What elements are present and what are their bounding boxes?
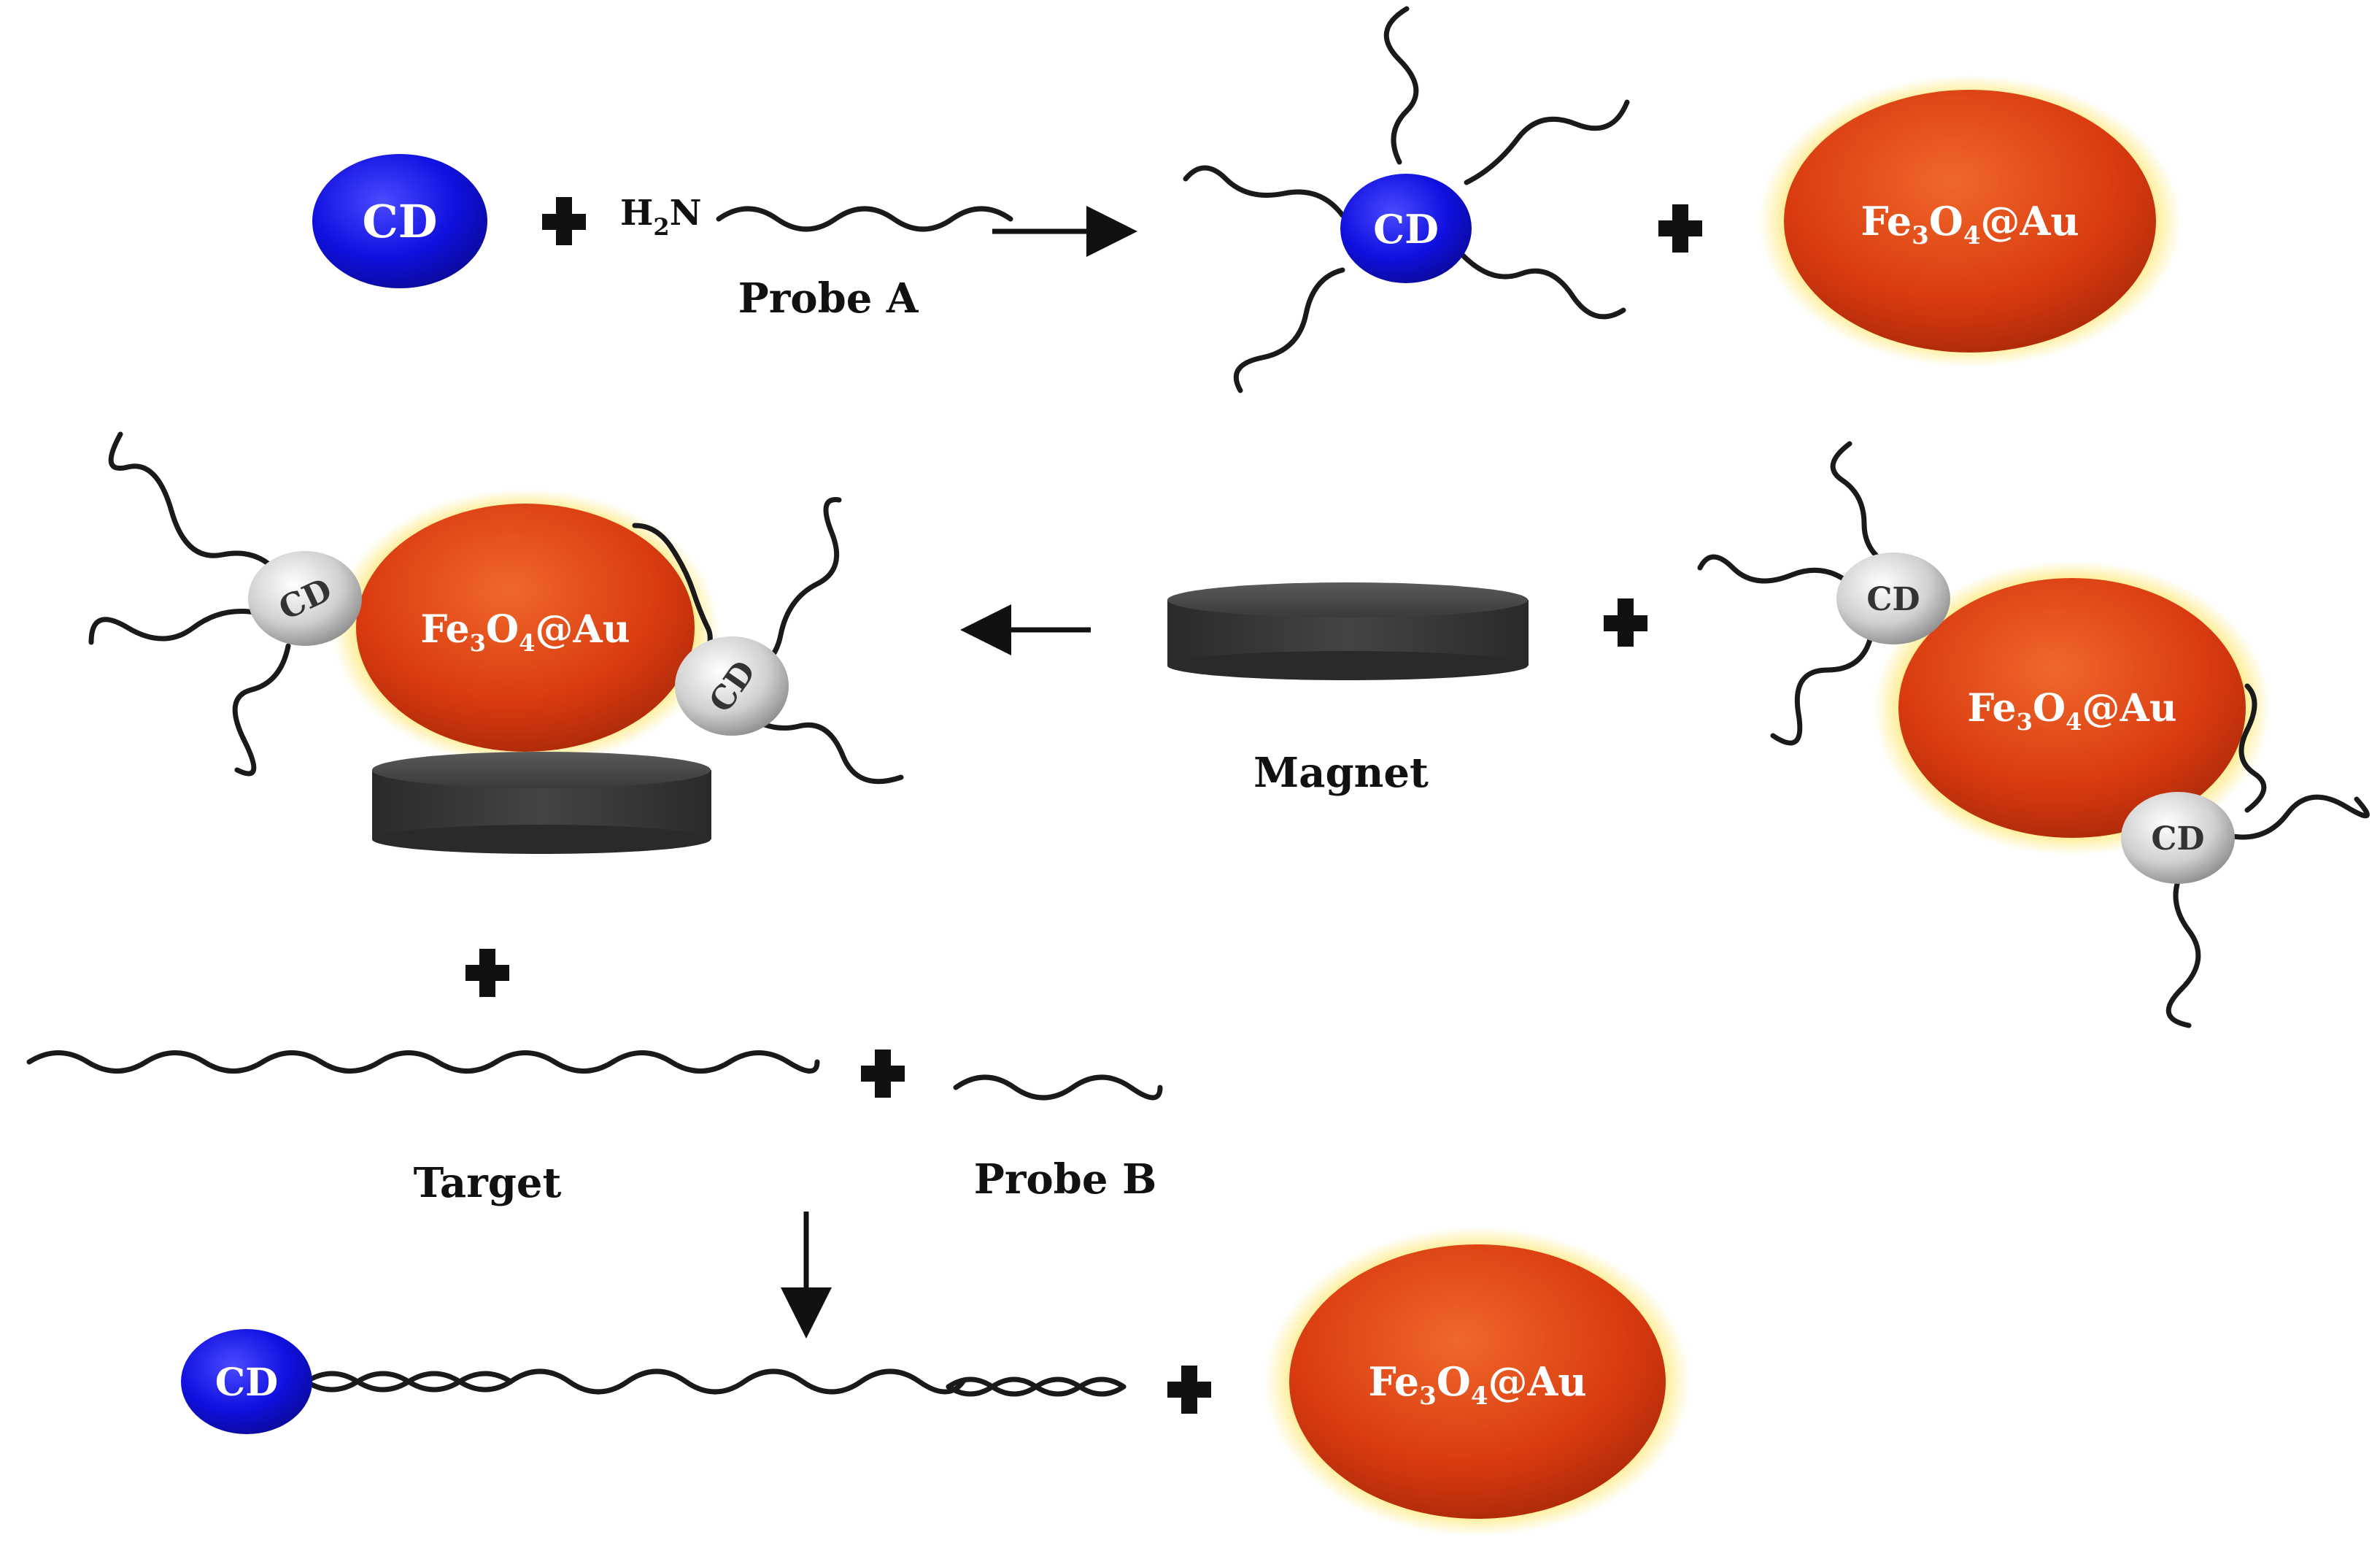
plus-sign-icon (1167, 1366, 1211, 1414)
magnet (1167, 582, 1529, 680)
cd-label: CD (1866, 581, 1920, 618)
cd-label: CD (215, 1360, 278, 1405)
svg-text:H2N: H2N (620, 193, 702, 241)
probe-a-functionalized-cd: CD (1183, 6, 1630, 393)
released-cd-hybrid: CD (181, 1329, 1127, 1434)
plus-sign-icon (861, 1050, 905, 1098)
probe-b-strand (953, 1074, 1163, 1101)
plus-sign-icon (1658, 204, 1702, 253)
free-carbon-dot: CD (312, 154, 487, 288)
amine-group-label: H2N (620, 193, 702, 241)
fe3o4-au-label: Fe3O4@Au (1967, 686, 2176, 736)
magnet-under-complex (372, 752, 711, 854)
target-strand (26, 1050, 820, 1074)
fe3o4-au-label: Fe3O4@Au (1368, 1358, 1586, 1411)
probe-b-label: Probe B (974, 1155, 1157, 1204)
fe3o4-au-nanoparticle: Fe3O4@Au (1264, 1227, 1691, 1536)
cd-label: CD (362, 195, 437, 248)
fe3o4-au-label: Fe3O4@Au (420, 607, 630, 657)
fe3o4-au-label: Fe3O4@Au (1861, 198, 2079, 250)
magnetically-separated-complex: Fe3O4@Au CD CD (88, 431, 904, 785)
fe3o4-au-nanoparticle: Fe3O4@Au (1758, 75, 2182, 367)
plus-sign-icon (465, 949, 509, 997)
cd-fe3o4-au-hybrid-complex: Fe3O4@Au CD CD (1697, 441, 2370, 1028)
probe-a-strand (716, 206, 1013, 232)
cd-label: CD (2151, 820, 2204, 858)
plus-sign-icon (542, 197, 586, 245)
probe-a-label: Probe A (738, 274, 919, 323)
cd-label: CD (1373, 206, 1439, 253)
plus-sign-icon (1604, 598, 1647, 647)
target-label: Target (414, 1159, 562, 1207)
magnet-label: Magnet (1253, 749, 1429, 797)
